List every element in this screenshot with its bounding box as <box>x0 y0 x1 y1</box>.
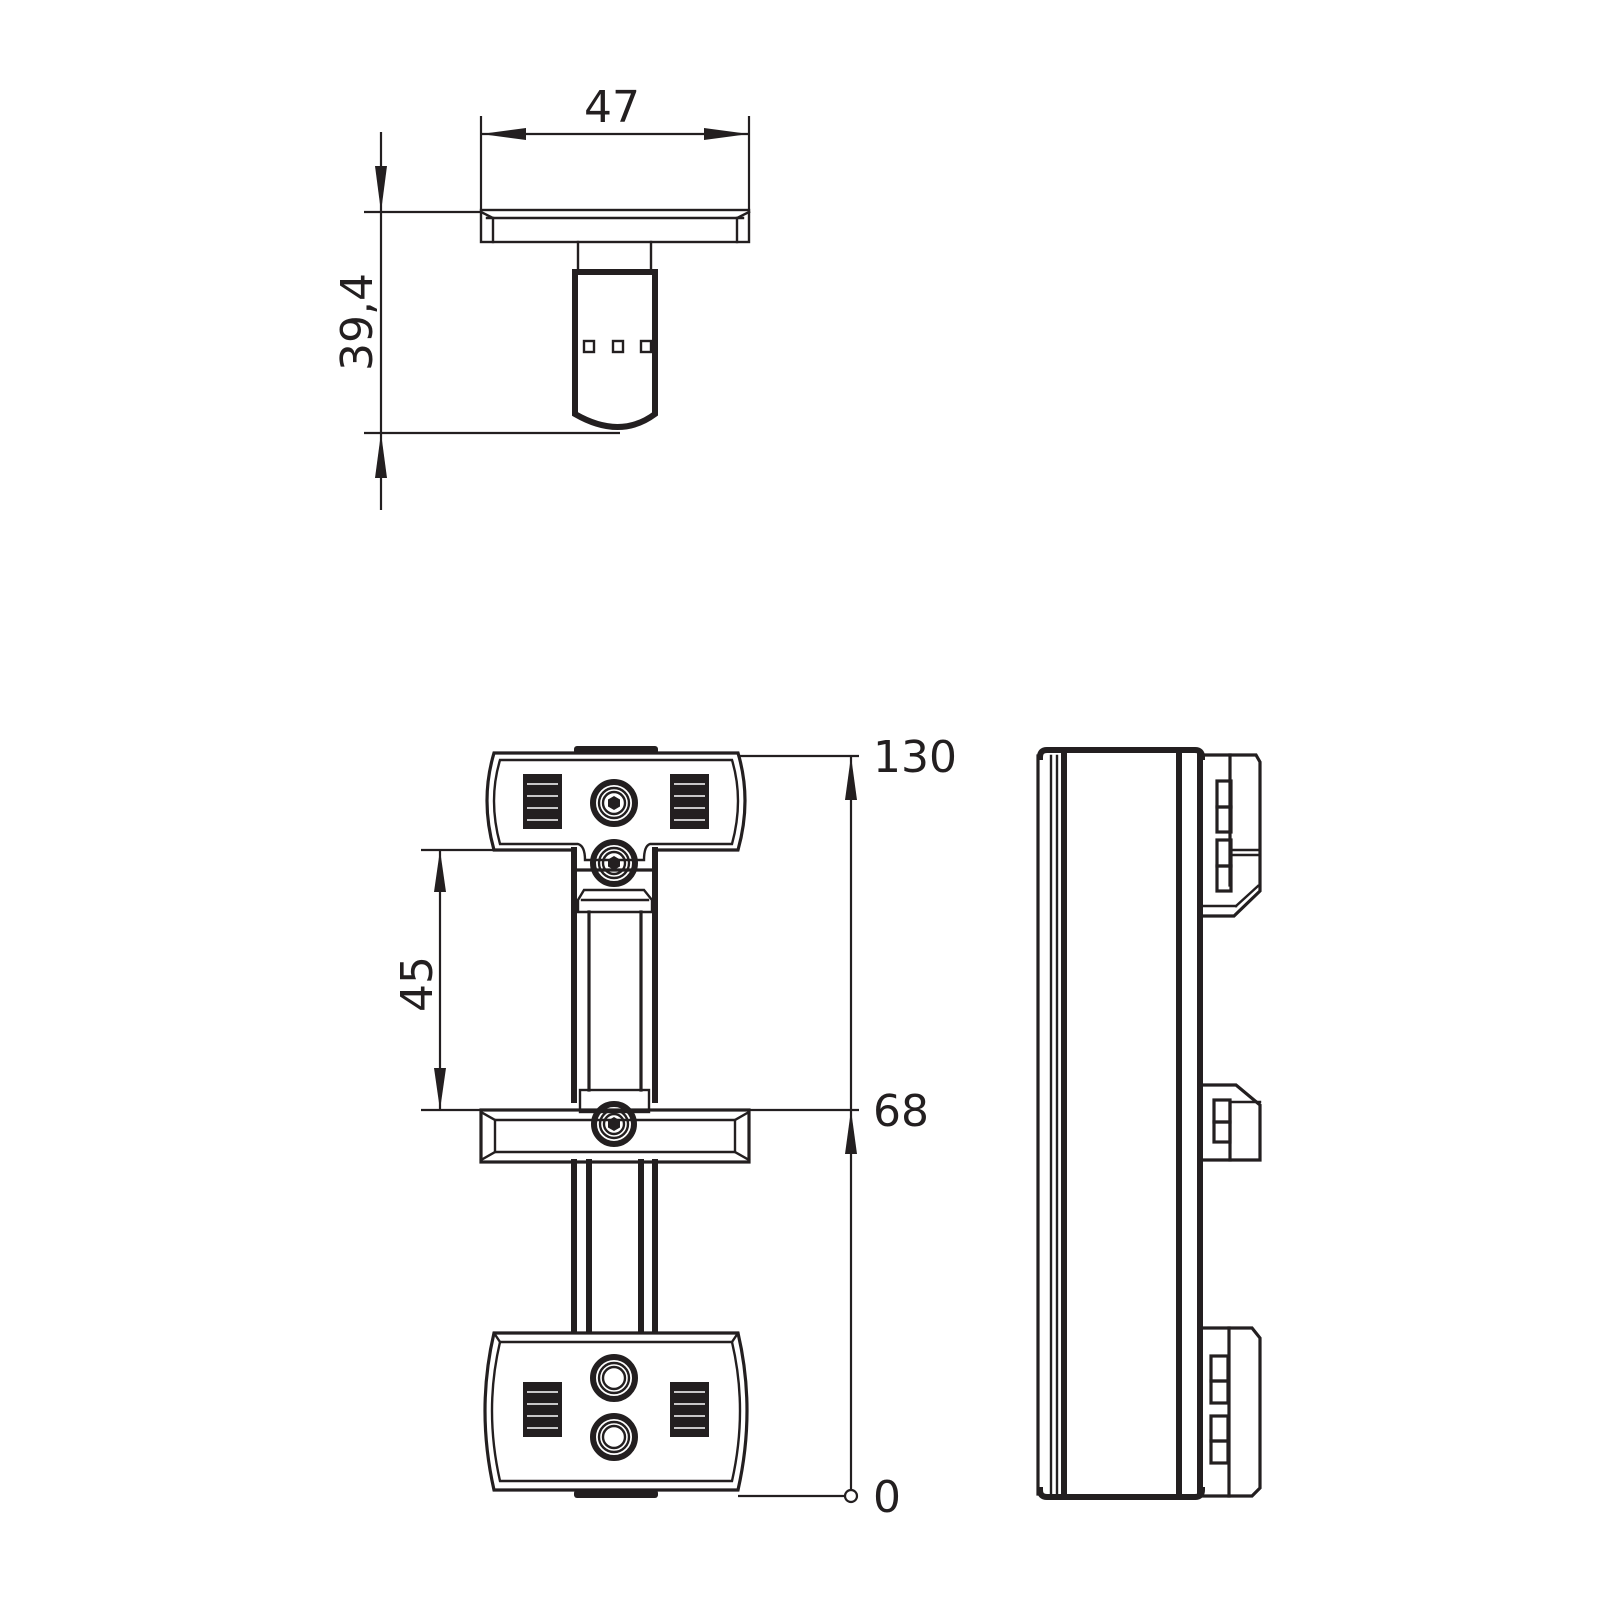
arrow-up-icon <box>845 756 857 800</box>
stem-body <box>572 269 658 430</box>
arrow-down-icon <box>375 166 387 212</box>
front-view: 45 130 68 0 <box>392 732 957 1523</box>
origin-marker <box>843 1488 859 1504</box>
side-view <box>1036 747 1262 1500</box>
level-130-label: 130 <box>873 732 957 783</box>
logo-block-upper-right <box>670 774 709 829</box>
arrow-up-icon <box>845 1110 857 1154</box>
logo-block-upper-left <box>523 774 562 829</box>
top-view: 47 39,4 <box>332 82 751 510</box>
arrow-down-icon <box>434 1068 446 1110</box>
screw-icon <box>590 779 638 827</box>
screw-icon <box>590 839 638 887</box>
screw-icon <box>590 1413 638 1461</box>
arrow-up-icon <box>375 433 387 478</box>
height-dimension-label: 39,4 <box>332 273 383 371</box>
arrow-right-icon <box>704 128 749 140</box>
arrow-up-icon <box>434 850 446 892</box>
width-dimension-label: 47 <box>584 82 640 133</box>
screw-icon <box>590 1354 638 1402</box>
screw-icon <box>591 1101 637 1147</box>
level-68-label: 68 <box>873 1086 929 1137</box>
level-0-label: 0 <box>873 1472 901 1523</box>
arrow-left-icon <box>481 128 526 140</box>
logo-block-lower-left <box>523 1382 562 1437</box>
slot-dimension-label: 45 <box>392 956 443 1012</box>
logo-block-lower-right <box>670 1382 709 1437</box>
